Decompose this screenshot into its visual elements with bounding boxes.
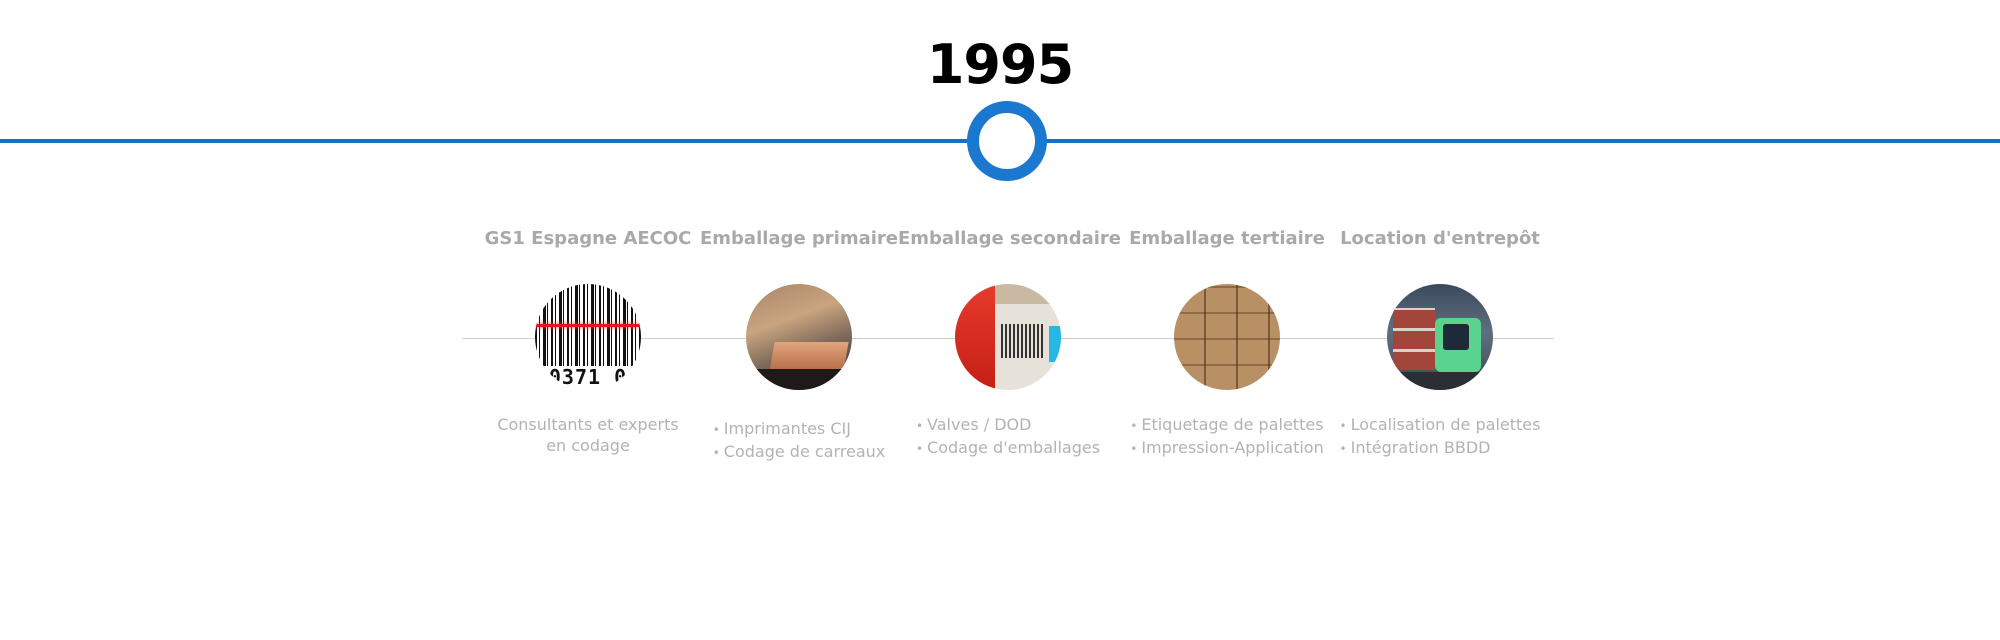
bullet-icon: • bbox=[1130, 419, 1138, 433]
bullet-icon: • bbox=[712, 446, 720, 460]
division-description: •Imprimantes CIJ •Codage de carreaux bbox=[713, 418, 886, 464]
division-description: •Etiquetage de palettes •Impression-Appl… bbox=[1130, 414, 1323, 460]
division-title: Emballage primaire bbox=[699, 228, 899, 249]
barcode-photo[interactable]: 60371 00 bbox=[535, 284, 641, 390]
secondary-packaging-photo[interactable] bbox=[955, 284, 1061, 390]
description-line: Intégration BBDD bbox=[1350, 438, 1491, 457]
bullet-icon: • bbox=[915, 442, 924, 456]
description-line: Etiquetage de palettes bbox=[1141, 415, 1324, 434]
division-secondary-packaging: Emballage secondaire •Valves / DOD •Coda… bbox=[898, 222, 1121, 460]
division-description: •Localisation de palettes •Intégration B… bbox=[1340, 414, 1541, 460]
description-line: Localisation de palettes bbox=[1350, 415, 1541, 434]
bullet-icon: • bbox=[1339, 442, 1347, 456]
description-line: Impression-Application bbox=[1141, 438, 1324, 457]
description-line: Codage d'emballages bbox=[927, 438, 1101, 457]
description-line: Consultants et experts bbox=[497, 415, 679, 434]
barcode-digits: 60371 00 bbox=[535, 365, 641, 389]
description-line: en codage bbox=[546, 436, 630, 455]
timeline-year: 1995 bbox=[926, 33, 1074, 96]
bullet-icon: • bbox=[915, 419, 924, 433]
division-primary-packaging: Emballage primaire •Imprimantes CIJ •Cod… bbox=[689, 222, 909, 464]
division-title: Emballage tertiaire bbox=[1129, 228, 1325, 249]
primary-packaging-photo[interactable] bbox=[746, 284, 852, 390]
forklift-warehouse-photo[interactable] bbox=[1387, 284, 1493, 390]
description-line: Codage de carreaux bbox=[723, 442, 886, 461]
timeline-node-1995[interactable] bbox=[967, 101, 1047, 181]
division-description: Consultants et experts en codage bbox=[478, 414, 698, 456]
division-description: •Valves / DOD •Codage d'emballages bbox=[916, 414, 1100, 460]
description-line: Imprimantes CIJ bbox=[723, 419, 851, 438]
bullet-icon: • bbox=[1339, 419, 1347, 433]
description-line: Valves / DOD bbox=[927, 415, 1032, 434]
bullet-icon: • bbox=[712, 423, 720, 437]
division-gs1-aecoc: GS1 Espagne AECOC 60371 00 Consultants e… bbox=[478, 222, 698, 456]
division-title: Location d'entrepôt bbox=[1340, 228, 1540, 249]
scanner-laser bbox=[535, 324, 641, 327]
division-warehouse-rental: Location d'entrepôt •Localisation de pal… bbox=[1330, 222, 1550, 460]
division-tertiary-packaging: Emballage tertiaire •Etiquetage de palet… bbox=[1117, 222, 1337, 460]
division-title: Emballage secondaire bbox=[898, 228, 1121, 249]
pallet-boxes-photo[interactable] bbox=[1174, 284, 1280, 390]
division-title: GS1 Espagne AECOC bbox=[484, 228, 692, 249]
bullet-icon: • bbox=[1130, 442, 1138, 456]
